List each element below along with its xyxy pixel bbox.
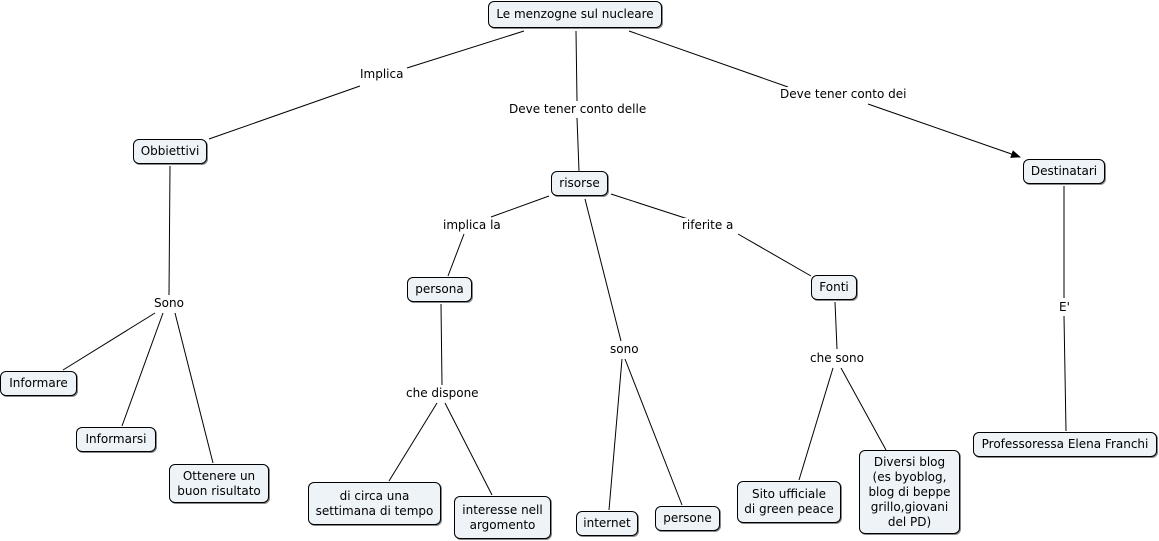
concept-sito[interactable]: Sito ufficiale di green peace	[737, 481, 841, 523]
line-che-dispone-interesse	[444, 402, 493, 496]
link-label-implica-la: implica la	[442, 218, 502, 233]
line-sono-informarsi	[121, 312, 164, 427]
line-root-implica	[406, 30, 525, 69]
line-root-deve-dei	[628, 30, 789, 88]
concept-ottenere[interactable]: Ottenere un buon risultato	[169, 464, 269, 503]
concept-blog[interactable]: Diversi blog (es byoblog, blog di beppe …	[859, 450, 960, 534]
link-label-implica: Implica	[359, 67, 405, 82]
line-che-sono-blog	[840, 367, 887, 451]
line-risorse-implica-la	[490, 195, 550, 218]
line-sono-internet	[608, 358, 623, 511]
concept-persona[interactable]: persona	[407, 277, 472, 302]
line-persona-che-dispone	[440, 303, 443, 386]
concept-informarsi[interactable]: Informarsi	[76, 427, 156, 452]
line-sono-persone	[624, 358, 683, 506]
concept-risorse[interactable]: risorse	[551, 171, 608, 196]
line-che-dispone-settimana	[388, 402, 438, 482]
concept-informare[interactable]: Informare	[0, 371, 77, 396]
line-root-deve-delle	[575, 30, 578, 102]
line-risorse-sono	[584, 198, 622, 342]
line-riferite-fonti	[737, 233, 812, 277]
concept-professoressa[interactable]: Professoressa Elena Franchi	[973, 432, 1157, 457]
line-obbiettivi-sono	[168, 165, 171, 296]
concept-settimana[interactable]: di circa una settimana di tempo	[308, 482, 441, 525]
link-label-che-dispone: che dispone	[405, 386, 480, 401]
link-label-sono-risorse: sono	[609, 342, 640, 357]
link-label-deve-tener-conto-delle: Deve tener conto delle	[508, 102, 648, 117]
link-label-deve-tener-conto-dei: Deve tener conto dei	[779, 87, 908, 102]
line-deve-dei-destinatari	[867, 103, 1021, 158]
line-sono-ottenere	[174, 312, 214, 464]
link-label-riferite-a: riferite a	[681, 218, 735, 233]
line-risorse-riferite	[610, 193, 689, 220]
concept-internet[interactable]: internet	[576, 511, 638, 536]
line-deve-delle-risorse	[576, 117, 580, 172]
concept-destinatari[interactable]: Destinatari	[1023, 159, 1105, 184]
link-label-e: E'	[1058, 300, 1071, 315]
line-sono-informare	[62, 312, 156, 371]
concept-persone[interactable]: persone	[655, 506, 720, 531]
line-che-sono-sito	[798, 367, 834, 481]
link-label-sono: Sono	[153, 296, 185, 311]
line-implica-la-persona	[447, 233, 465, 277]
line-fonti-che-sono	[834, 301, 838, 350]
line-implica-obbiettivi	[208, 85, 361, 140]
concept-interesse[interactable]: interesse nell argomento	[454, 496, 551, 539]
concept-root[interactable]: Le menzogne sul nucleare	[488, 1, 662, 28]
line-e-professoressa	[1063, 315, 1067, 432]
link-label-che-sono: che sono	[809, 351, 865, 366]
concept-obbiettivi[interactable]: Obbiettivi	[133, 139, 207, 164]
concept-fonti[interactable]: Fonti	[811, 275, 857, 300]
